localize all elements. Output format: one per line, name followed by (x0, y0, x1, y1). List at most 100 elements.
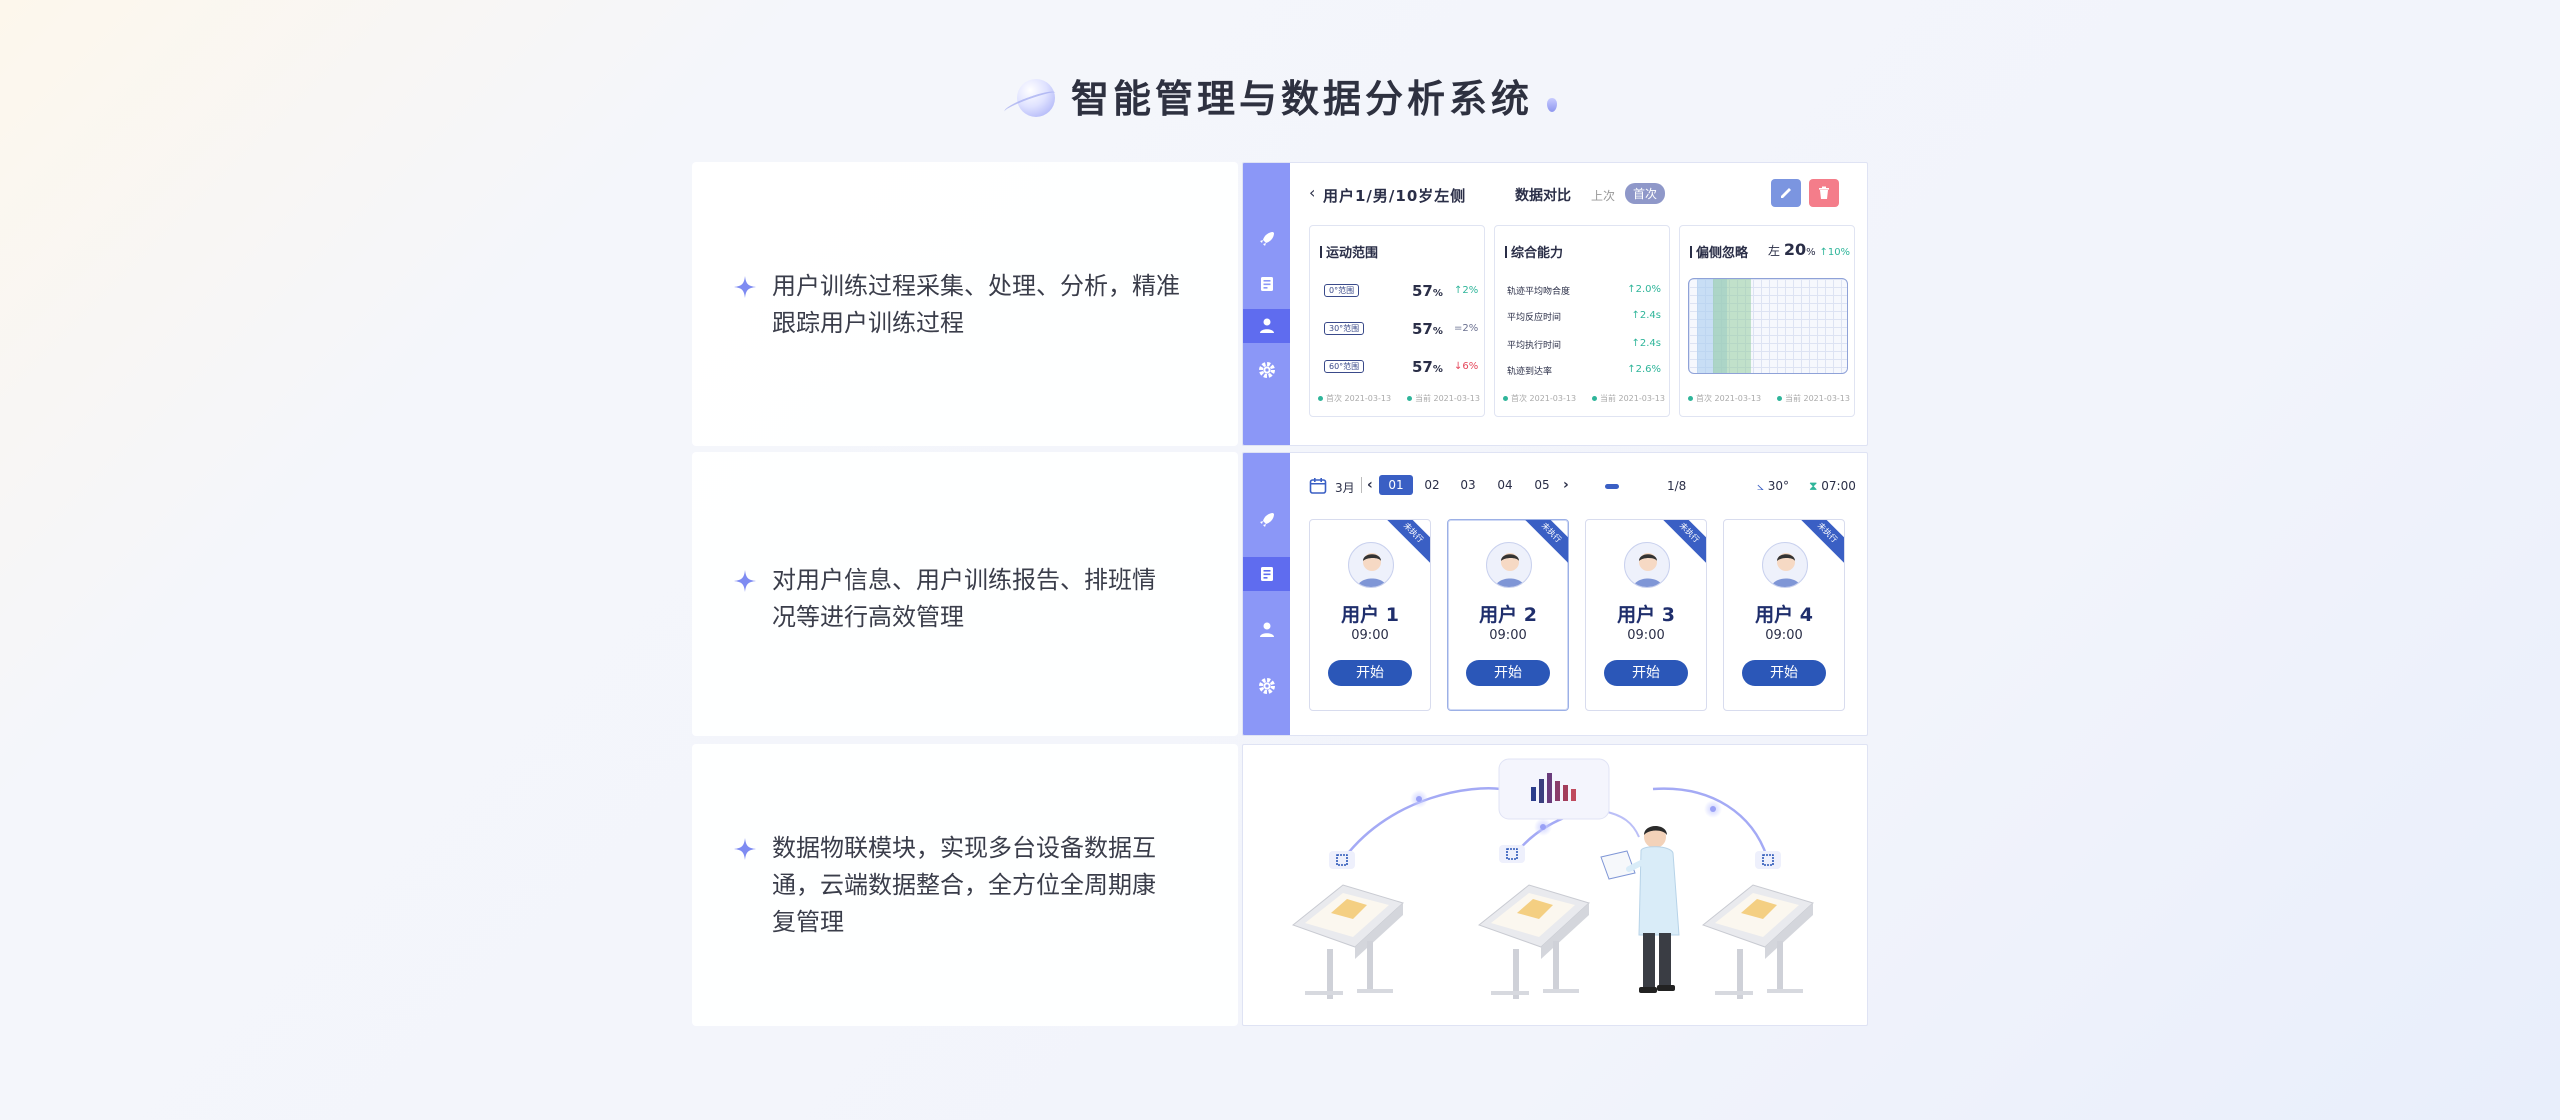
first-date: 首次 2021-03-13 (1688, 393, 1761, 404)
month-label: 3月 (1335, 481, 1355, 495)
user-time: 09:00 (1351, 628, 1389, 643)
hourglass-icon: ⧗ (1809, 479, 1818, 493)
sidebar (1243, 453, 1290, 735)
rehab-device (1477, 884, 1590, 999)
grid-node-icon (1329, 851, 1355, 869)
feature-row-2: 对用户信息、用户训练报告、排班情 况等进行高效管理 3月 ‹ 01 02 03 … (692, 452, 1868, 736)
motion-range-panel: 运动范围 0°范围 57% ↑2% 30°范围 57% =2% 60°范围 57… (1309, 225, 1485, 417)
prev-day-icon[interactable]: ‹ (1367, 477, 1373, 493)
sparkle-icon (734, 570, 756, 592)
ability-panel: 综合能力 轨迹平均吻合度↑2.0% 平均反应时间↑2.4s 平均执行时间↑2.4… (1494, 225, 1670, 417)
day-tab[interactable]: 03 (1460, 478, 1476, 492)
sidebar-item-settings[interactable] (1243, 353, 1290, 387)
user-name: 用户 4 (1755, 604, 1813, 626)
gear-icon (1258, 362, 1275, 378)
sidebar-item-training[interactable] (1243, 503, 1290, 537)
user-icon (1259, 622, 1274, 637)
grid-node-icon (1499, 845, 1525, 863)
rehab-device (1701, 884, 1814, 999)
feature-card-2: 对用户信息、用户训练报告、排班情 况等进行高效管理 (692, 452, 1238, 736)
feature-line: 用户训练过程采集、处理、分析，精准 (772, 272, 1180, 300)
range-tag: 60°范围 (1324, 360, 1365, 373)
person-icon (1495, 553, 1525, 587)
day-tab[interactable]: 02 (1424, 478, 1440, 492)
user-name: 用户 3 (1617, 604, 1675, 626)
feature-card-3: 数据物联模块，实现多台设备数据互 通，云端数据整合，全方位全周期康 复管理 (692, 744, 1238, 1026)
panel-title: 偏侧忽略 (1690, 242, 1748, 261)
bias-grid (1688, 278, 1848, 374)
person-icon (1771, 553, 1801, 587)
user-name: 用户 2 (1479, 604, 1537, 626)
current-date: 当前 2021-03-13 (1776, 393, 1850, 404)
page-title-text: 智能管理与数据分析系统 (1070, 77, 1533, 121)
rocket-icon (1259, 232, 1274, 246)
feature-line: 复管理 (772, 908, 844, 936)
user-name: 用户 1 (1341, 604, 1399, 626)
first-date: 首次 2021-03-13 (1318, 393, 1391, 404)
sidebar (1243, 163, 1290, 445)
user-detail-panel: ‹ 用户1/男/10岁左侧 数据对比 上次 首次 运动范围 0°范围 57% ↑… (1242, 162, 1868, 446)
metric-change: ↓6% (1454, 361, 1479, 372)
edit-button[interactable] (1771, 179, 1801, 207)
current-date: 当前 2021-03-13 (1591, 393, 1665, 404)
sidebar-item-settings[interactable] (1243, 669, 1290, 703)
compare-label: 数据对比 (1515, 188, 1571, 204)
metric-row: 60°范围 57% ↓6% (1324, 358, 1478, 376)
feature-line: 数据物联模块，实现多台设备数据互 (772, 834, 1156, 862)
feature-line: 对用户信息、用户训练报告、排班情 (772, 566, 1156, 594)
start-button[interactable]: 开始 (1742, 660, 1826, 686)
page-indicator (1605, 484, 1619, 489)
back-icon[interactable]: ‹ (1309, 183, 1316, 202)
user-card[interactable]: 未执行 用户 1 09:00 开始 (1309, 519, 1431, 711)
sidebar-item-report[interactable] (1243, 267, 1290, 301)
first-toggle[interactable]: 首次 (1625, 183, 1666, 204)
start-button[interactable]: 开始 (1604, 660, 1688, 686)
report-icon (1260, 277, 1273, 291)
panel-footer: 首次 2021-03-13 当前 2021-03-13 (1688, 393, 1850, 404)
user-icon (1259, 318, 1274, 333)
sidebar-item-user[interactable] (1243, 309, 1290, 343)
user-card[interactable]: 未执行 用户 3 09:00 开始 (1585, 519, 1707, 711)
grid-node-icon (1755, 851, 1781, 869)
bar-chart-icon (1531, 773, 1576, 803)
title-area: 智能管理与数据分析系统 (0, 68, 2560, 123)
iot-illustration-panel (1242, 744, 1868, 1026)
ability-row: 平均执行时间↑2.4s (1507, 338, 1661, 351)
day-tab[interactable]: 04 (1497, 478, 1513, 492)
drop-icon (1547, 97, 1557, 112)
last-toggle[interactable]: 上次 (1591, 189, 1616, 203)
metric-value: 57% (1412, 282, 1443, 300)
sidebar-item-training[interactable] (1243, 222, 1290, 256)
user-card[interactable]: 未执行 用户 2 09:00 开始 (1447, 519, 1569, 711)
panel-title: 综合能力 (1505, 242, 1563, 261)
person-icon (1633, 553, 1663, 587)
angle-readout: ⦣ 30° (1757, 479, 1790, 493)
sidebar-item-report[interactable] (1243, 557, 1290, 591)
feature-row-3: 数据物联模块，实现多台设备数据互 通，云端数据整合，全方位全周期康 复管理 (692, 744, 1868, 1026)
page-title: 智能管理与数据分析系统 (1003, 68, 1557, 123)
report-icon (1260, 567, 1273, 581)
person-icon (1357, 553, 1387, 587)
avatar (1486, 542, 1532, 588)
feature-text-1: 用户训练过程采集、处理、分析，精准 跟踪用户训练过程 (734, 268, 1204, 342)
day-tab[interactable]: 05 (1534, 478, 1550, 492)
planet-icon (1003, 73, 1057, 119)
delete-button[interactable] (1809, 179, 1839, 207)
feature-row-1: 用户训练过程采集、处理、分析，精准 跟踪用户训练过程 ‹ 用户1/男/10岁左侧… (692, 162, 1868, 446)
current-date: 当前 2021-03-13 (1406, 393, 1480, 404)
sidebar-item-user[interactable] (1243, 613, 1290, 647)
user-card[interactable]: 未执行 用户 4 09:00 开始 (1723, 519, 1845, 711)
calendar-icon[interactable] (1309, 477, 1327, 495)
sparkle-icon (734, 838, 756, 860)
start-button[interactable]: 开始 (1466, 660, 1550, 686)
start-button[interactable]: 开始 (1328, 660, 1412, 686)
schedule-panel: 3月 ‹ 01 02 03 04 05 › 1/8 ⦣ 30° ⧗ 07:00 … (1242, 452, 1868, 736)
panel-footer: 首次 2021-03-13 当前 2021-03-13 (1503, 393, 1665, 404)
feature-text-3: 数据物联模块，实现多台设备数据互 通，云端数据整合，全方位全周期康 复管理 (734, 830, 1204, 941)
day-tab[interactable]: 01 (1379, 475, 1413, 495)
user-time: 09:00 (1765, 628, 1803, 643)
user-time: 09:00 (1489, 628, 1527, 643)
divider (1361, 477, 1362, 493)
page-counter: 1/8 (1667, 479, 1687, 493)
next-day-icon[interactable]: › (1563, 477, 1569, 493)
